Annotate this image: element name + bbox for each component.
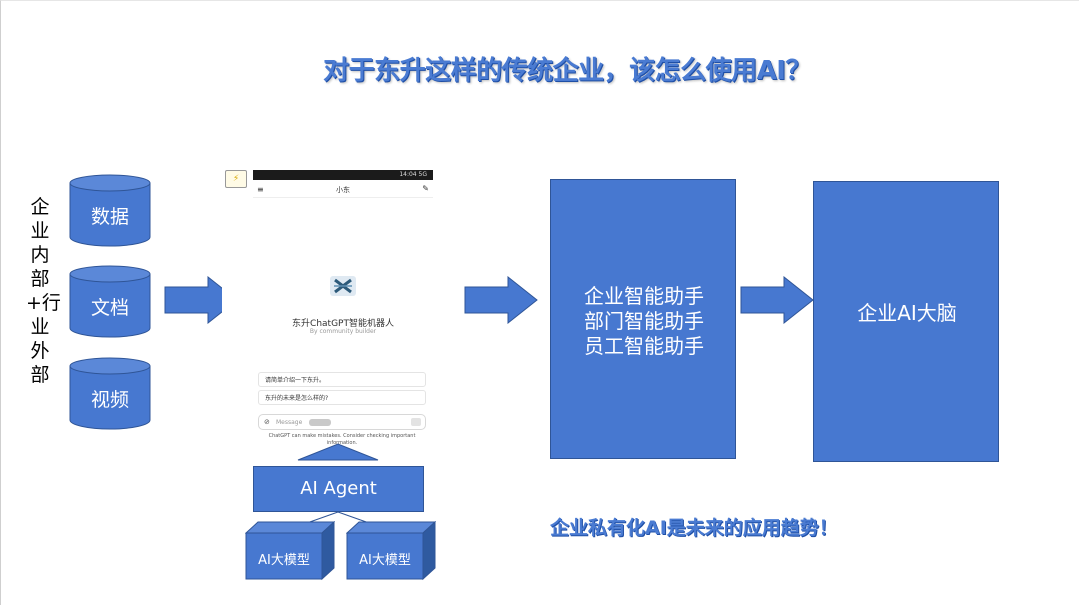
bot-title: 东升ChatGPT智能机器人 <box>292 319 394 329</box>
suggestion-chip[interactable]: 东升的未来是怎么样的? <box>258 390 426 405</box>
status-network: 5G <box>418 171 427 178</box>
edit-icon[interactable]: ✎ <box>422 184 429 193</box>
bottom-note: 企业私有化AI是未来的应用趋势！ <box>550 517 838 539</box>
phone-status-bar: 14:04 5G <box>253 170 433 180</box>
message-placeholder: Message <box>276 419 303 426</box>
cylinder-label: 文档 <box>90 297 129 319</box>
assistant-line: 部门智能助手 <box>584 309 704 333</box>
disclaimer-text: ChatGPT can make mistakes. Consider chec… <box>268 433 416 446</box>
chatbot-screenshot: ⚡ 14:04 5G ≡ 小东 ✎ 东升ChatGPT智能机器人 By comm… <box>222 166 434 464</box>
slide-title: 对于东升这样的传统企业，该怎么使用AI？ <box>323 56 811 86</box>
status-time: 14:04 <box>399 171 417 178</box>
send-icon[interactable] <box>411 418 421 426</box>
cube-model-2 <box>346 521 436 581</box>
bot-byline: By community builder <box>309 328 377 335</box>
menu-icon[interactable]: ≡ <box>257 185 264 194</box>
cylinder-label: 数据 <box>90 206 129 228</box>
cylinder-video: 视频 <box>69 357 151 430</box>
attach-icon[interactable]: ⊘ <box>264 418 270 426</box>
model-label: AI大模型 <box>258 553 310 568</box>
arrow-right-icon <box>740 276 814 324</box>
blurred-text <box>309 419 331 426</box>
message-input[interactable]: ⊘ Message <box>258 414 426 430</box>
database-icon <box>69 357 151 430</box>
bot-logo-icon <box>330 276 356 296</box>
lightning-icon: ⚡ <box>225 170 247 188</box>
cylinder-label: 视频 <box>90 389 129 411</box>
database-icon <box>69 265 151 338</box>
ai-brain-box: 企业AI大脑 <box>813 181 999 462</box>
assistants-box: 企业智能助手 部门智能助手 员工智能助手 <box>550 179 736 459</box>
assistant-line: 员工智能助手 <box>584 334 704 358</box>
triangle-up-icon <box>297 443 379 461</box>
arrow-right-icon <box>464 276 538 324</box>
brain-label: 企业AI大脑 <box>857 301 957 325</box>
cube-model-1 <box>245 521 335 581</box>
database-icon <box>69 174 151 247</box>
bot-short-name[interactable]: 小东 <box>336 186 350 194</box>
chat-header: ≡ 小东 ✎ <box>253 183 433 198</box>
model-label: AI大模型 <box>359 553 411 568</box>
assistant-line: 企业智能助手 <box>584 284 704 308</box>
source-label: 企业内部+行业外部 <box>26 196 61 386</box>
cylinder-data: 数据 <box>69 174 151 247</box>
suggestion-chip[interactable]: 请简单介绍一下东升。 <box>258 372 426 387</box>
cylinder-documents: 文档 <box>69 265 151 338</box>
ai-agent-box: AI Agent <box>253 466 424 512</box>
